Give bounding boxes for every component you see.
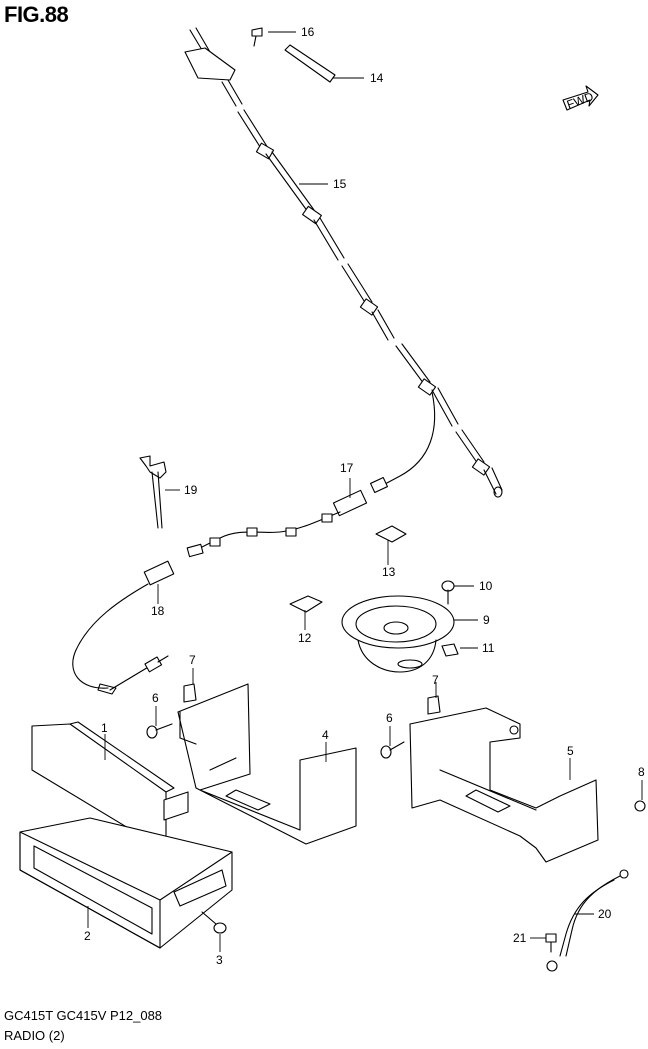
callout-16: 16: [301, 25, 315, 39]
fwd-direction-badge: FWD: [562, 85, 599, 112]
figure-code: GC415T GC415V P12_088: [4, 1008, 163, 1023]
part-8-nut: [634, 800, 646, 812]
part-13-pad: [375, 525, 407, 543]
callout-19: 19: [184, 483, 198, 497]
callout-8: 8: [638, 765, 645, 779]
callout-4: 4: [322, 728, 329, 742]
callout-labels: 16 14 15 17 19 18 13 12 10 9 11 7 7 6 6 …: [84, 25, 645, 967]
part-9-speaker: [341, 595, 455, 673]
part-2-housing: [19, 817, 233, 949]
callout-18: 18: [151, 604, 165, 618]
part-7-clip-left: [183, 683, 197, 703]
callout-5: 5: [567, 744, 574, 758]
callout-1: 1: [101, 721, 108, 735]
part-16-screw: [251, 27, 263, 47]
callout-20: 20: [598, 907, 612, 921]
part-17-harness: [186, 476, 389, 558]
part-6-screw-right: [380, 741, 405, 759]
callout-11: 11: [482, 641, 495, 655]
figure-title: FIG.88: [4, 2, 69, 27]
part-6-screw-left: [146, 723, 173, 739]
part-7-clip-right: [427, 695, 441, 715]
callout-6-left: 6: [152, 691, 159, 705]
part-18-cable: [72, 560, 175, 695]
part-3-screw: [201, 911, 227, 934]
part-4-bracket: [177, 683, 357, 845]
part-21-bolt: [545, 933, 557, 953]
callout-2: 2: [84, 929, 91, 943]
callout-7-right: 7: [432, 673, 439, 687]
figure-name: RADIO (2): [4, 1028, 65, 1043]
callout-15: 15: [333, 177, 347, 191]
callout-13: 13: [382, 565, 396, 579]
part-10-screw: [441, 580, 455, 605]
part-11-nut: [441, 643, 459, 657]
callout-17: 17: [340, 461, 354, 475]
callout-leaders: [87, 31, 643, 952]
callout-6-right: 6: [386, 711, 393, 725]
callout-14: 14: [370, 71, 384, 85]
part-12-pad: [289, 595, 323, 613]
part-14-moulding: [284, 44, 336, 83]
callout-7-left: 7: [189, 653, 196, 667]
part-19-clip: [139, 455, 167, 529]
part-5-bracket: [409, 707, 599, 863]
callout-21: 21: [513, 931, 527, 945]
callout-3: 3: [216, 953, 223, 967]
fwd-badge-text: FWD: [565, 89, 596, 112]
part-20-ground-strap: [546, 869, 629, 972]
antenna-assembly: [184, 27, 503, 498]
callout-12: 12: [298, 631, 312, 645]
callout-10: 10: [479, 579, 493, 593]
callout-9: 9: [483, 613, 490, 627]
